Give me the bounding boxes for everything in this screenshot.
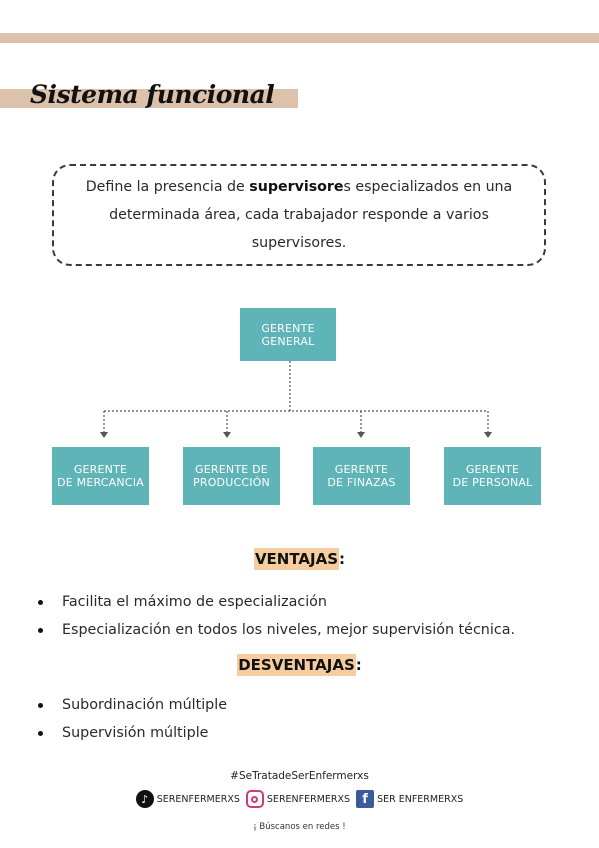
arrow-3 xyxy=(357,432,365,438)
list-item: Especialización en todos los niveles, me… xyxy=(38,616,515,644)
box-gerente-produccion: GERENTE DE PRODUCCIÓN xyxy=(183,447,280,505)
bullet-icon xyxy=(38,628,43,633)
arrow-1 xyxy=(100,432,108,438)
bullet-icon xyxy=(38,731,43,736)
org-chart: GERENTE GENERAL GERENTE DE MERCANCIA GER… xyxy=(0,300,599,515)
list-item-text: Subordinación múltiple xyxy=(62,697,228,713)
tiktok-label: SERENFERMERXS xyxy=(156,793,240,805)
bullet-icon xyxy=(38,600,43,605)
facebook-icon: f xyxy=(356,790,375,808)
desventajas-heading: DESVENTAJAS: xyxy=(0,654,599,676)
footer-hashtag: #SeTratadeSerEnfermerxs xyxy=(230,770,369,782)
ventajas-colon: : xyxy=(339,550,346,568)
desventajas-heading-label: DESVENTAJAS xyxy=(237,654,356,676)
tiktok-icon: ♪ xyxy=(135,790,154,808)
box-gerente-mercancia: GERENTE DE MERCANCIA xyxy=(52,447,149,505)
ventajas-heading-label: VENTAJAS xyxy=(253,548,340,570)
desventajas-list: Subordinación múltiple Supervisión múlti… xyxy=(38,691,227,747)
instagram-label: SERENFERMERXS xyxy=(266,793,351,805)
list-item: Subordinación múltiple xyxy=(38,691,227,719)
definition-text: Define la presencia de supervisores espe… xyxy=(72,173,526,257)
page-title: Sistema funcional xyxy=(30,80,275,109)
instagram-icon xyxy=(245,790,264,808)
list-item: Facilita el máximo de especialización xyxy=(38,588,515,616)
definition-box: Define la presencia de supervisores espe… xyxy=(52,164,546,266)
list-item-text: Supervisión múltiple xyxy=(62,725,209,741)
list-item-text: Especialización en todos los niveles, me… xyxy=(62,622,516,638)
box-gerente-personal: GERENTE DE PERSONAL xyxy=(444,447,541,505)
list-item-text: Facilita el máximo de especialización xyxy=(62,594,327,610)
arrow-4 xyxy=(484,432,492,438)
desventajas-colon: : xyxy=(355,656,362,674)
top-accent-bar xyxy=(0,33,599,43)
tiktok-handle[interactable]: ♪SERENFERMERXS xyxy=(135,790,240,808)
facebook-label: SER ENFERMERXS xyxy=(377,793,464,805)
title-highlight-band xyxy=(0,89,298,108)
definition-before: Define la presencia de xyxy=(85,179,250,195)
definition-bold: supervisore xyxy=(249,179,344,195)
box-gerente-finanzas: GERENTE DE FINAZAS xyxy=(313,447,410,505)
list-item: Supervisión múltiple xyxy=(38,719,227,747)
arrow-2 xyxy=(223,432,231,438)
bullet-icon xyxy=(38,703,43,708)
ventajas-heading: VENTAJAS: xyxy=(0,548,599,570)
box-gerente-general: GERENTE GENERAL xyxy=(240,308,336,361)
definition-after: s especializados en una determinada área… xyxy=(109,179,513,251)
ventajas-list: Facilita el máximo de especialización Es… xyxy=(38,588,515,644)
org-connectors xyxy=(100,361,492,438)
footer-tagline: ¡ Búscanos en redes ! xyxy=(253,822,346,832)
instagram-handle[interactable]: SERENFERMERXS xyxy=(245,790,351,808)
